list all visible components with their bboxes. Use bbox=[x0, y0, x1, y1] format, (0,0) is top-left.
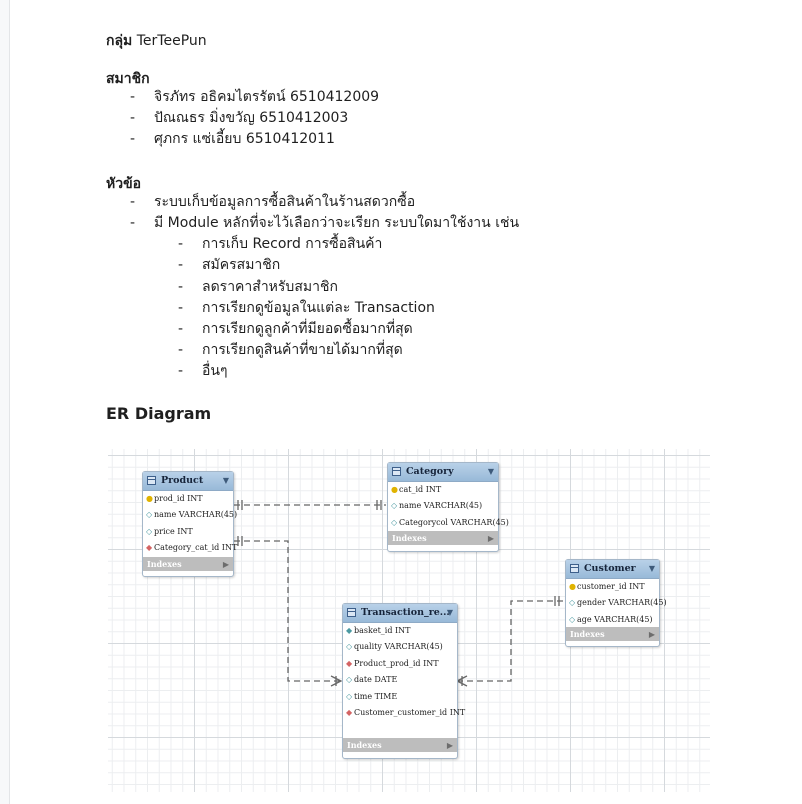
indexes-bar[interactable]: Indexes▶ bbox=[566, 627, 659, 641]
one-marker-category-side bbox=[376, 500, 382, 510]
module-text: ลดราคาสำหรับสมาชิก bbox=[202, 279, 338, 295]
primary-key-icon: ● bbox=[391, 485, 398, 494]
module-text: การเรียกดูลูกค้าที่มียอดซื้อมากที่สุด bbox=[202, 321, 413, 337]
table-icon bbox=[147, 476, 156, 485]
expand-icon: ▶ bbox=[222, 559, 229, 569]
attribute-diamond-icon: ◇ bbox=[346, 691, 353, 701]
primary-key-icon: ● bbox=[146, 494, 153, 503]
column-row: ◇name VARCHAR(45) bbox=[146, 510, 238, 520]
foreign-key-diamond-icon: ◆ bbox=[146, 543, 153, 553]
table-customer[interactable]: Customer ▼ ●customer_id INT ◇gender VARC… bbox=[565, 559, 667, 647]
er-diagram: Product ▼ ●prod_id INT ◇name VARCHAR(45)… bbox=[108, 449, 710, 792]
table-icon bbox=[570, 564, 579, 573]
module-text: การเรียกดูสินค้าที่ขายได้มากที่สุด bbox=[202, 342, 403, 358]
table-transaction[interactable]: Transaction_re... ▼ ◆basket_id INT ◇qual… bbox=[342, 603, 466, 759]
table-header[interactable]: Transaction_re... ▼ bbox=[343, 604, 457, 623]
relationship-lines bbox=[234, 500, 564, 687]
column-row: ◆Product_prod_id INT bbox=[346, 658, 439, 668]
module-text: อื่นๆ bbox=[202, 363, 228, 379]
column-row: ◇gender VARCHAR(45) bbox=[569, 598, 667, 608]
column-row: ◆Customer_customer_id INT bbox=[346, 707, 466, 717]
one-marker-customer-side bbox=[554, 596, 560, 606]
table-name: Customer bbox=[584, 563, 636, 574]
module-text: การเรียกดูข้อมูลในแต่ละ Transaction bbox=[202, 300, 435, 316]
member-text: จิรภัทร อธิคมไตรรัตน์ 6510412009 bbox=[154, 89, 380, 105]
attribute-diamond-icon: ◇ bbox=[146, 526, 153, 536]
module-text: สมัครสมาชิก bbox=[202, 257, 281, 273]
column-row: ◇date DATE bbox=[346, 675, 398, 685]
column-row: ◇time TIME bbox=[346, 691, 398, 701]
table-product[interactable]: Product ▼ ●prod_id INT ◇name VARCHAR(45)… bbox=[142, 471, 238, 577]
table-name: Product bbox=[161, 475, 204, 486]
expand-icon: ▶ bbox=[648, 629, 655, 639]
column-row: ◇price INT bbox=[146, 526, 193, 536]
module-text: การเก็บ Record การซื้อสินค้า bbox=[202, 236, 383, 252]
collapse-icon[interactable]: ▼ bbox=[446, 607, 453, 617]
table-icon bbox=[347, 608, 356, 617]
member-text: ศุภกร แซ่เอี้ยบ 6510412011 bbox=[154, 131, 335, 147]
expand-icon: ▶ bbox=[487, 533, 494, 543]
table-name: Category bbox=[406, 466, 454, 477]
indexes-bar[interactable]: Indexes▶ bbox=[143, 557, 233, 571]
group-name: TerTeePun bbox=[136, 33, 207, 49]
column-row: ◇quality VARCHAR(45) bbox=[346, 642, 443, 652]
collapse-icon[interactable]: ▼ bbox=[487, 466, 494, 476]
foreign-key-diamond-icon: ◆ bbox=[346, 658, 353, 668]
topic-heading: หัวข้อ bbox=[106, 176, 142, 192]
page-left-margin bbox=[0, 0, 10, 804]
table-icon bbox=[392, 467, 401, 476]
primary-key-icon: ● bbox=[569, 582, 576, 591]
relationship-transaction-customer bbox=[457, 600, 564, 682]
table-header[interactable]: Customer ▼ bbox=[566, 560, 659, 579]
members-heading: สมาชิก bbox=[106, 71, 150, 87]
column-row: ●customer_id INT bbox=[569, 582, 645, 591]
table-category[interactable]: Category ▼ ●cat_id INT ◇name VARCHAR(45)… bbox=[387, 462, 509, 552]
one-marker-product-fk bbox=[237, 536, 243, 546]
table-name: Transaction_re... bbox=[361, 607, 450, 618]
attribute-diamond-icon: ◇ bbox=[391, 501, 398, 511]
indexes-bar[interactable]: Indexes▶ bbox=[388, 531, 498, 545]
member-text: ปัณณธร มิ่งขวัญ 6510412003 bbox=[154, 110, 349, 126]
column-row: ◆basket_id INT bbox=[346, 626, 411, 635]
collapse-icon[interactable]: ▼ bbox=[222, 475, 229, 485]
indexes-bar[interactable]: Indexes▶ bbox=[343, 738, 457, 752]
table-header[interactable]: Category ▼ bbox=[388, 463, 498, 482]
topic-text: มี Module หลักที่จะไว้เลือกว่าจะเรียก ระ… bbox=[154, 215, 520, 231]
attribute-diamond-icon: ◇ bbox=[146, 510, 153, 520]
collapse-icon[interactable]: ▼ bbox=[648, 563, 655, 573]
relationship-product-transaction bbox=[234, 540, 341, 682]
attribute-diamond-icon: ◇ bbox=[391, 517, 398, 527]
column-row: ◇Categorycol VARCHAR(45) bbox=[391, 517, 509, 527]
column-row: ●prod_id INT bbox=[146, 494, 203, 503]
column-row: ◇age VARCHAR(45) bbox=[569, 614, 653, 624]
not-null-diamond-icon: ◆ bbox=[346, 626, 353, 635]
one-marker-product-side bbox=[237, 500, 243, 510]
group-line: กลุ่ม TerTeePun bbox=[106, 30, 207, 52]
attribute-diamond-icon: ◇ bbox=[346, 675, 353, 685]
column-row: ◆Category_cat_id INT bbox=[146, 543, 238, 553]
topic-text: ระบบเก็บข้อมูลการซื้อสินค้าในร้านสดวกซื้… bbox=[154, 194, 416, 210]
many-marker-transaction-product bbox=[330, 675, 343, 687]
column-row: ●cat_id INT bbox=[391, 485, 442, 494]
group-label: กลุ่ม bbox=[106, 33, 133, 49]
attribute-diamond-icon: ◇ bbox=[569, 614, 576, 624]
table-header[interactable]: Product ▼ bbox=[143, 472, 233, 491]
attribute-diamond-icon: ◇ bbox=[346, 642, 353, 652]
attribute-diamond-icon: ◇ bbox=[569, 598, 576, 608]
foreign-key-diamond-icon: ◆ bbox=[346, 707, 353, 717]
expand-icon: ▶ bbox=[446, 740, 453, 750]
column-row: ◇name VARCHAR(45) bbox=[391, 501, 483, 511]
er-diagram-title: ER Diagram bbox=[106, 404, 212, 423]
